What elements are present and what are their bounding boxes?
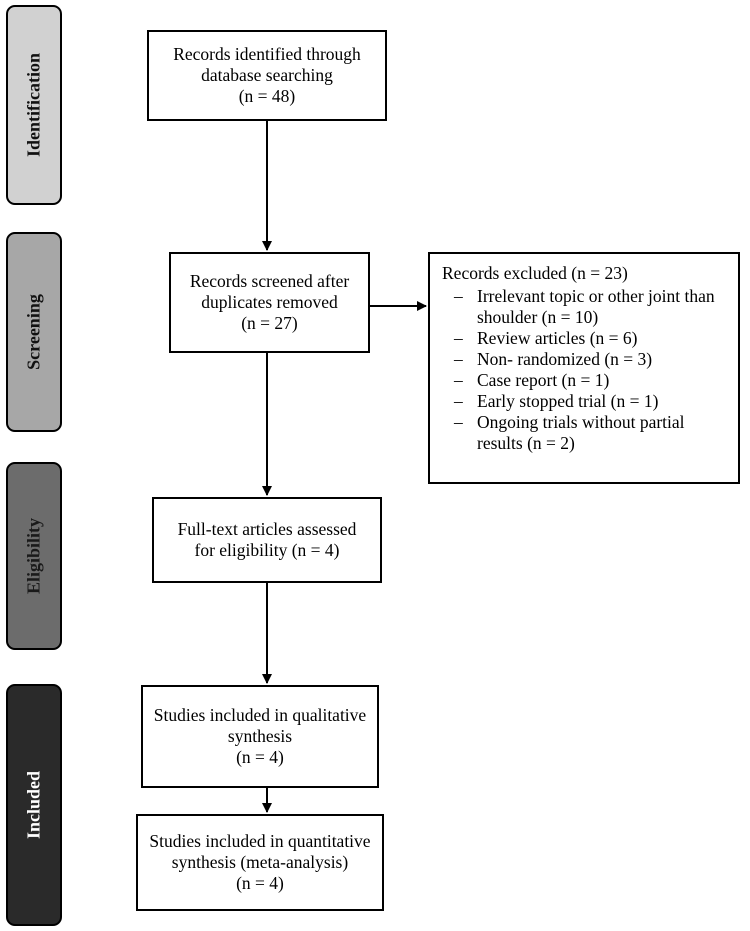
quantitative-line-2: synthesis (meta-analysis): [171, 852, 349, 872]
qualitative-count: (n = 4): [236, 747, 284, 767]
quantitative-synthesis-box: Studies included in quantitative synthes…: [136, 814, 384, 911]
phase-screening: Screening: [6, 232, 62, 432]
qualitative-synthesis-box: Studies included in qualitative synthesi…: [141, 685, 379, 788]
quantitative-count: (n = 4): [236, 873, 284, 893]
qualitative-line-1: Studies included in qualitative: [153, 705, 367, 725]
records-screened-count: (n = 27): [241, 313, 298, 333]
exclusion-reason: Early stopped trial (n = 1): [442, 391, 738, 412]
qualitative-line-2: synthesis: [227, 726, 293, 746]
full-text-line-1: Full-text articles assessed: [177, 519, 357, 539]
exclusion-reason: Case report (n = 1): [442, 370, 738, 391]
full-text-line-2: for eligibility (n = 4): [194, 540, 340, 560]
exclusion-reason: Non- randomized (n = 3): [442, 349, 738, 370]
phase-identification: Identification: [6, 5, 62, 205]
exclusion-reason: Irrelevant topic or other joint than sho…: [442, 286, 738, 328]
exclusion-reason: Review articles (n = 6): [442, 328, 738, 349]
records-screened-line-2: duplicates removed: [201, 292, 338, 312]
exclusion-reasons-list: Irrelevant topic or other joint than sho…: [442, 286, 738, 454]
records-identified-box: Records identified through database sear…: [147, 30, 387, 121]
records-excluded-box: Records excluded (n = 23) Irrelevant top…: [428, 252, 740, 484]
exclusion-reason: Ongoing trials without partial results (…: [442, 412, 738, 454]
records-screened-line-1: Records screened after: [189, 271, 350, 291]
records-identified-line-1: Records identified through: [173, 44, 361, 64]
phase-eligibility: Eligibility: [6, 462, 62, 650]
records-identified-count: (n = 48): [238, 86, 296, 106]
phase-included: Included: [6, 684, 62, 926]
records-excluded-title: Records excluded (n = 23): [442, 263, 628, 283]
records-identified-line-2: database searching: [201, 65, 333, 85]
records-screened-box: Records screened after duplicates remove…: [169, 252, 370, 353]
quantitative-line-1: Studies included in quantitative: [149, 831, 371, 851]
full-text-assessed-box: Full-text articles assessed for eligibil…: [152, 497, 382, 583]
